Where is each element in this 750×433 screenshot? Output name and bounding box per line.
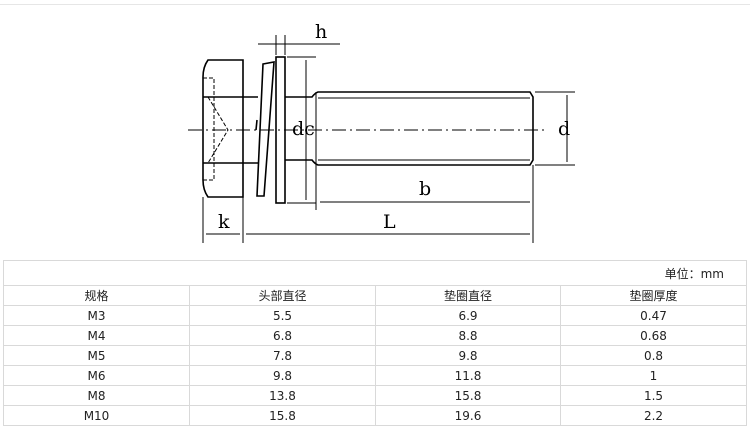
table-cell: 15.8 xyxy=(375,385,561,406)
table-cell: M6 xyxy=(3,365,190,386)
table-cell: 0.8 xyxy=(560,345,747,366)
table-cell: 11.8 xyxy=(375,365,561,386)
table-cell: 8.8 xyxy=(375,325,561,346)
table-cell: M4 xyxy=(3,325,190,346)
label-dc: dc xyxy=(292,118,315,140)
table-cell: 19.6 xyxy=(375,405,561,426)
table-cell: M8 xyxy=(3,385,190,406)
spring-washer xyxy=(255,61,275,197)
table-cell: M3 xyxy=(3,305,190,326)
table-cell: M5 xyxy=(3,345,190,366)
table-cell: M10 xyxy=(3,405,190,426)
table-cell: 13.8 xyxy=(189,385,376,406)
table-cell: 6.8 xyxy=(189,325,376,346)
table-header: 规格 头部直径 垫圈直径 垫圈厚度 xyxy=(3,285,747,306)
header-cell: 垫圈直径 xyxy=(375,285,561,306)
unit-label: 单位：mm xyxy=(3,260,747,286)
table-cell: 15.8 xyxy=(189,405,376,426)
label-k: k xyxy=(218,211,230,233)
flat-washer xyxy=(275,56,286,204)
bolt-head xyxy=(202,59,244,198)
label-h: h xyxy=(315,21,328,43)
table-cell: 0.68 xyxy=(560,325,747,346)
label-d: d xyxy=(558,118,571,140)
table-cell: 1.5 xyxy=(560,385,747,406)
table-cell: 1 xyxy=(560,365,747,386)
table-cell: 7.8 xyxy=(189,345,376,366)
divider xyxy=(0,4,750,5)
header-cell: 规格 xyxy=(3,285,190,306)
header-cell: 头部直径 xyxy=(189,285,376,306)
table-cell: 0.47 xyxy=(560,305,747,326)
table-cell: 5.5 xyxy=(189,305,376,326)
head-recess xyxy=(203,77,229,181)
label-b: b xyxy=(419,178,432,200)
table-cell: 6.9 xyxy=(375,305,561,326)
table-cell: 9.8 xyxy=(189,365,376,386)
table-cell: 9.8 xyxy=(375,345,561,366)
bolt-neck xyxy=(243,96,258,164)
bolt-shaft xyxy=(285,91,534,166)
bolt-drawing xyxy=(188,35,575,243)
table-cell: 2.2 xyxy=(560,405,747,426)
header-cell: 垫圈厚度 xyxy=(560,285,747,306)
label-L: L xyxy=(383,211,396,233)
